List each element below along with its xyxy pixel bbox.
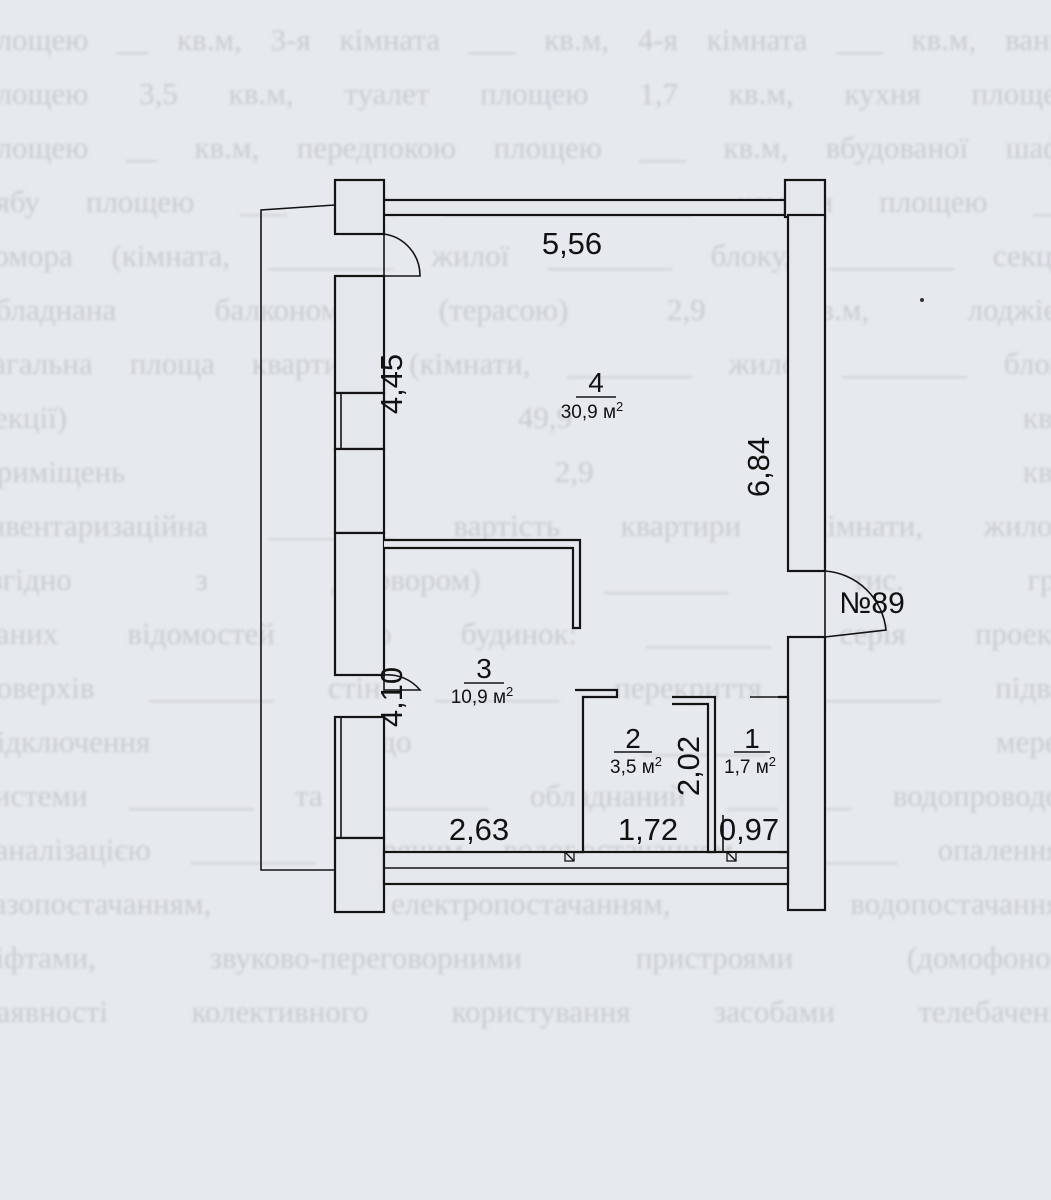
dimension-height-room2: 2,02 — [671, 736, 706, 796]
dimension-bottom-room1: 0,97 — [719, 812, 779, 847]
room-3-number: 3 — [476, 653, 492, 684]
left-wall-lower — [333, 531, 386, 677]
room-4-area: 30,9 м2 — [561, 399, 624, 423]
entrance-door-swing — [824, 570, 887, 638]
vent-mark — [726, 851, 737, 862]
room3-door-swing — [383, 674, 422, 691]
room-1-area: 1,7 м2 — [724, 754, 776, 778]
room-3-area: 10,9 м2 — [451, 684, 514, 708]
vent-mark — [726, 851, 737, 862]
vent-mark — [564, 851, 575, 862]
partition-room1-hall — [778, 695, 790, 854]
dimension-bottom-room2: 1,72 — [618, 812, 678, 847]
dimension-right: 6,84 — [741, 437, 776, 497]
partition-room3-room2 — [575, 688, 619, 854]
room-4-number: 4 — [588, 367, 604, 398]
room-2-area: 3,5 м2 — [610, 754, 662, 778]
top-wall — [378, 198, 787, 217]
left-window-lower — [333, 715, 386, 840]
right-wall-lower — [786, 635, 827, 912]
room-2-number: 2 — [625, 723, 641, 754]
left-window — [333, 391, 386, 451]
paper-speck — [920, 298, 924, 302]
dimension-left-lower: 4,10 — [374, 667, 409, 727]
room-1-number: 1 — [744, 723, 760, 754]
dimension-left-upper: 4,45 — [374, 354, 409, 414]
right-wall-upper — [786, 213, 827, 573]
dimension-top: 5,56 — [542, 226, 602, 261]
left-wall-middle — [333, 447, 386, 535]
outer-outline — [260, 204, 336, 871]
corner-column-top-left — [333, 178, 386, 236]
balcony-door-swing — [383, 233, 421, 277]
partition-room4-room3 — [384, 538, 582, 630]
vent-mark — [564, 851, 575, 862]
apartment-number-label: №89 — [839, 587, 905, 620]
corner-column-top-right — [783, 178, 827, 219]
corner-column-bottom-left — [333, 836, 386, 914]
left-wall-upper — [333, 274, 386, 395]
dimension-bottom-room3: 2,63 — [449, 812, 509, 847]
partition-room2-room1 — [672, 695, 717, 854]
